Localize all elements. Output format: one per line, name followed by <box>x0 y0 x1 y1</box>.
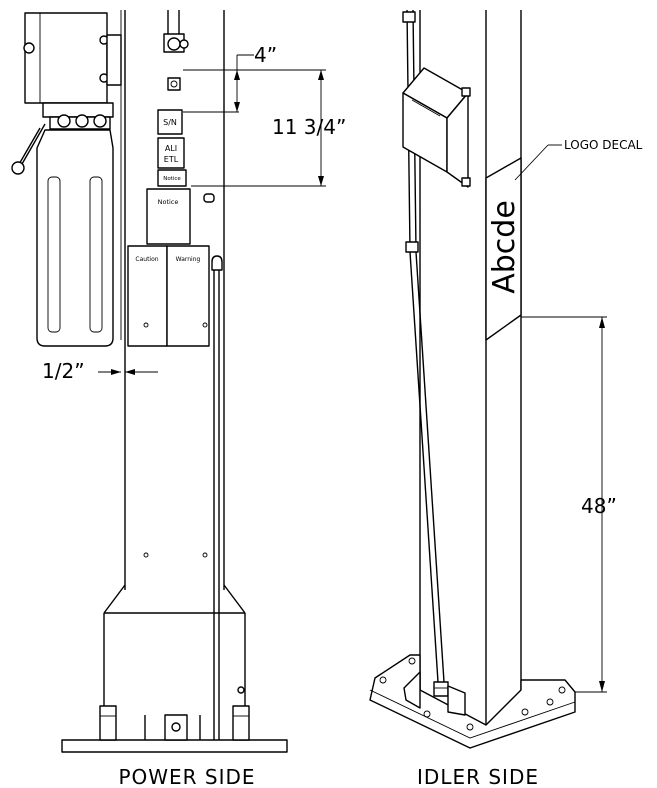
serial-label: S/N <box>163 118 177 127</box>
small-notice-label: Notice <box>163 176 181 182</box>
certification-decal: ALI ETL <box>157 137 185 169</box>
idler-side-view: Abcde LOGO DECAL 48” <box>369 9 643 788</box>
notice-decal: Notice <box>146 188 215 245</box>
idler-base <box>369 654 576 749</box>
idler-hose-tube <box>402 9 449 697</box>
small-notice-decal: Notice <box>157 169 187 187</box>
logo-callout: LOGO DECAL <box>564 138 643 152</box>
idler-side-caption: IDLER SIDE <box>417 765 539 788</box>
side-clearance-dimension: 1/2” <box>42 359 158 383</box>
ali-label: ALI <box>165 144 177 153</box>
logo-decal: Abcde LOGO DECAL <box>485 138 643 341</box>
logo-height-dimension: 48” <box>521 316 617 693</box>
power-side-hose <box>211 255 223 752</box>
power-base <box>61 584 288 753</box>
top-gap-dimension: 4” <box>183 43 326 113</box>
idler-control-box <box>402 67 471 188</box>
power-side-caption: POWER SIDE <box>118 765 255 788</box>
notice-label: Notice <box>158 198 179 206</box>
top-gap-label: 4” <box>254 43 277 67</box>
decal-span-dimension: 11 3/4” <box>191 70 346 187</box>
hydraulic-power-unit <box>11 12 122 347</box>
warning-label: Warning <box>176 256 201 263</box>
logo-height-label: 48” <box>581 494 617 518</box>
caution-label: Caution <box>135 256 158 263</box>
power-side-view: S/N ALI ETL Notice Notice Caution Warnin… <box>11 10 346 788</box>
side-clearance-label: 1/2” <box>42 359 85 383</box>
etl-label: ETL <box>164 155 179 164</box>
caution-decal: Caution <box>127 245 168 347</box>
logo-text: Abcde <box>487 200 522 294</box>
decal-span-label: 11 3/4” <box>272 115 346 139</box>
serial-number-decal: S/N <box>157 109 183 135</box>
upper-sheave <box>163 10 189 91</box>
warning-decal: Warning <box>166 245 210 347</box>
